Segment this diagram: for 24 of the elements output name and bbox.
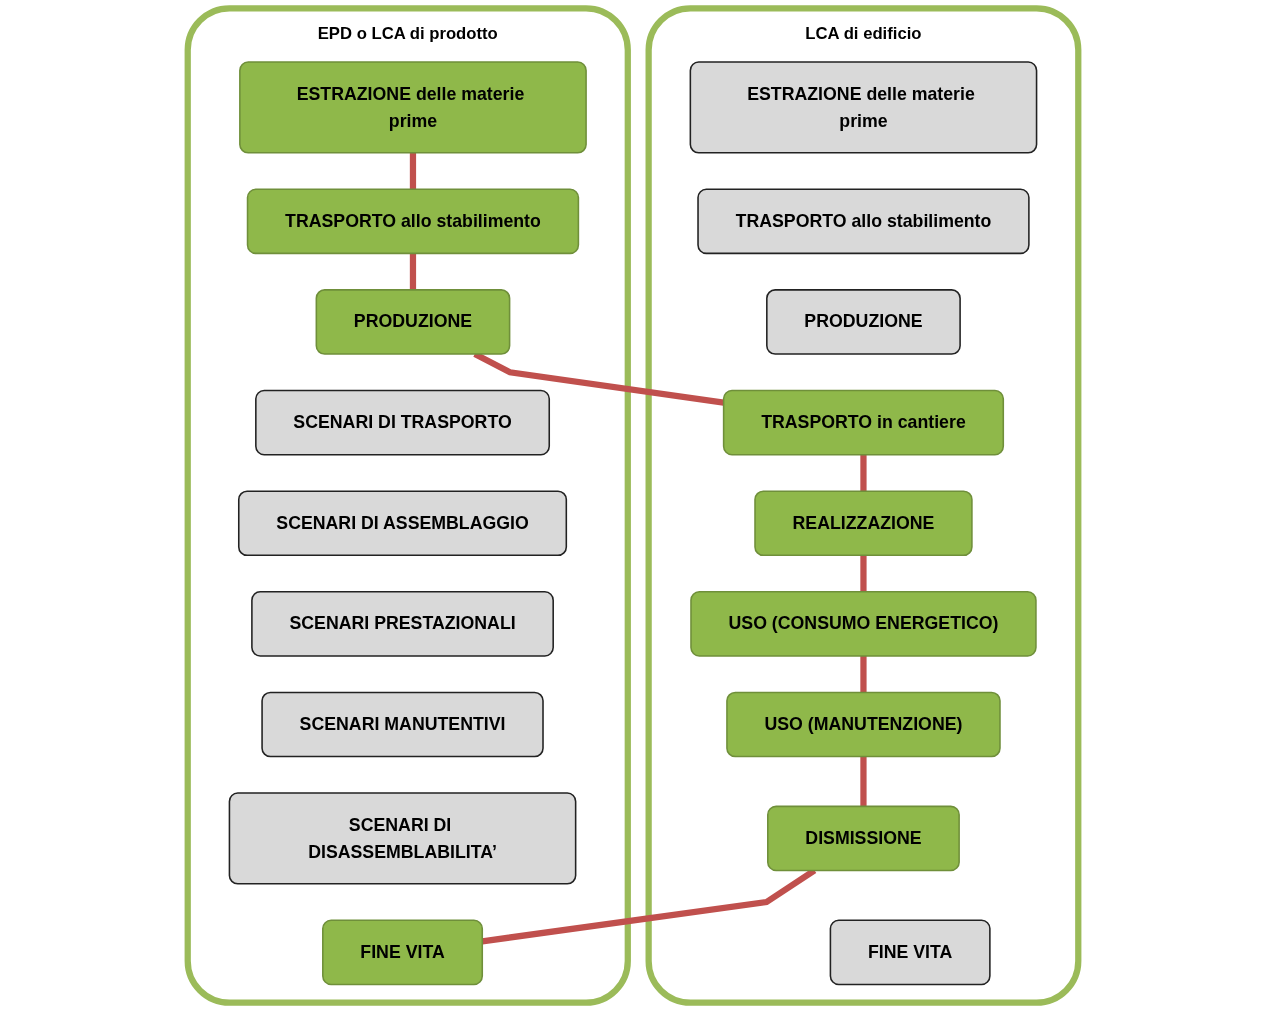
connector <box>860 655 867 693</box>
node-box: PRODUZIONE <box>315 289 511 355</box>
node-box: TRASPORTO allo stabilimento <box>246 188 580 255</box>
node-box: USO (MANUTENZIONE) <box>726 691 1001 758</box>
node-box: SCENARI DI TRASPORTO <box>255 389 551 456</box>
connector <box>860 454 867 492</box>
node-box: FINE VITA <box>829 919 991 986</box>
node-box: PRODUZIONE <box>766 289 961 355</box>
connector <box>409 152 417 190</box>
node-box: SCENARI DI ASSEMBLAGGIO <box>238 490 568 557</box>
node-box: TRASPORTO allo stabilimento <box>697 188 1030 255</box>
node-box: USO (CONSUMO ENERGETICO) <box>690 591 1037 657</box>
node-box: SCENARI PRESTAZIONALI <box>251 591 554 657</box>
connector <box>860 555 867 592</box>
node-box: ESTRAZIONE delle materie prime <box>689 61 1038 154</box>
node-box: SCENARI DI DISASSEMBLABILITA’ <box>228 792 577 885</box>
node-box: REALIZZAZIONE <box>754 490 973 557</box>
node-box: ESTRAZIONE delle materie prime <box>239 61 587 154</box>
connector <box>860 756 867 807</box>
node-box: SCENARI MANUTENTIVI <box>261 691 544 758</box>
node-box: FINE VITA <box>322 919 484 986</box>
node-box: TRASPORTO in cantiere <box>722 389 1005 456</box>
connector <box>409 253 417 290</box>
node-box: DISMISSIONE <box>767 805 960 872</box>
